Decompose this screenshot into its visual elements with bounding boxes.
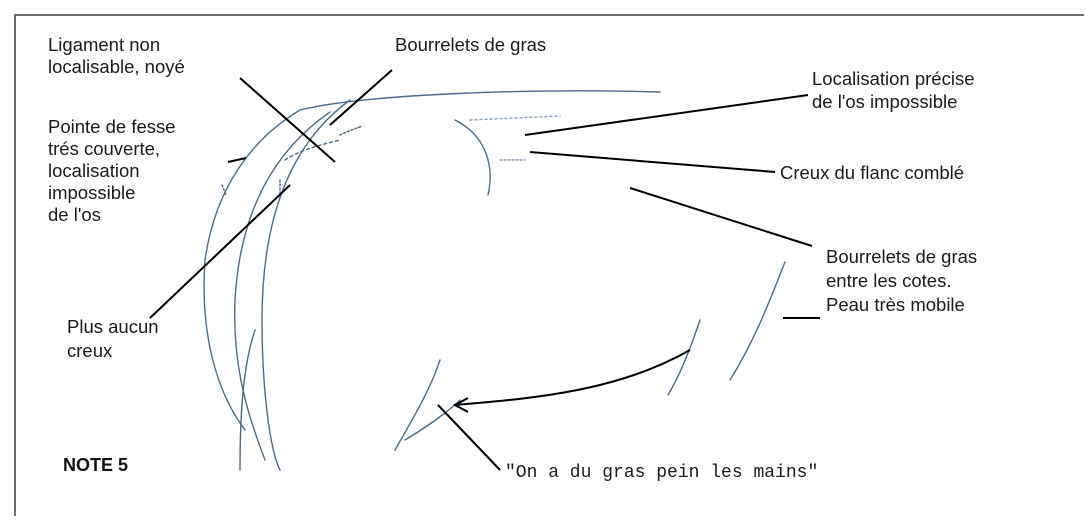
back-outline (300, 91, 660, 110)
leader-localisation-os (525, 95, 808, 135)
label-localisation-os-line2: de l'os impossible (812, 91, 957, 113)
belly-curve (668, 320, 700, 395)
leg-back-line (240, 330, 255, 470)
label-localisation-os-line1: Localisation précise (812, 68, 974, 90)
tail-line (262, 100, 350, 470)
label-bourrelets-top: Bourrelets de gras (395, 34, 546, 56)
label-bourrelets-cotes-line1: Bourrelets de gras (826, 246, 977, 268)
front-leg-curve (395, 360, 440, 450)
label-creux-flanc: Creux du flanc comblé (780, 162, 964, 184)
leader-bourrelets-cotes (630, 188, 812, 246)
arrow-gras-mains (455, 350, 690, 405)
label-ligament-line2: localisable, noyé (48, 56, 185, 78)
leader-bourrelets-top (330, 70, 392, 125)
note-number: NOTE 5 (63, 455, 128, 476)
label-pointe-line2: trés couverte, (48, 138, 160, 160)
label-pointe-line5: de l'os (48, 204, 101, 226)
fat-texture-2 (340, 126, 362, 135)
label-bourrelets-cotes-line3: Peau très mobile (826, 294, 965, 316)
label-gras-mains: "On a du gras pein les mains" (505, 462, 818, 484)
label-plus-aucun-line1: Plus aucun (67, 316, 159, 338)
label-pointe-line1: Pointe de fesse (48, 116, 176, 138)
label-pointe-line3: localisation (48, 160, 140, 182)
label-pointe-line4: impossible (48, 182, 135, 204)
hip-curve (455, 120, 490, 195)
fat-texture-3 (470, 116, 560, 120)
label-bourrelets-cotes-line2: entre les cotes. (826, 270, 951, 292)
rump-outline-outer (204, 110, 300, 430)
label-plus-aucun-line2: creux (67, 340, 112, 362)
label-ligament-line1: Ligament non (48, 34, 160, 56)
ribs-curve (730, 262, 785, 380)
leader-creux-flanc (530, 152, 775, 172)
leader-ligament (240, 78, 335, 162)
leader-gras-mains (438, 405, 500, 470)
rump-outline-inner (235, 112, 330, 460)
